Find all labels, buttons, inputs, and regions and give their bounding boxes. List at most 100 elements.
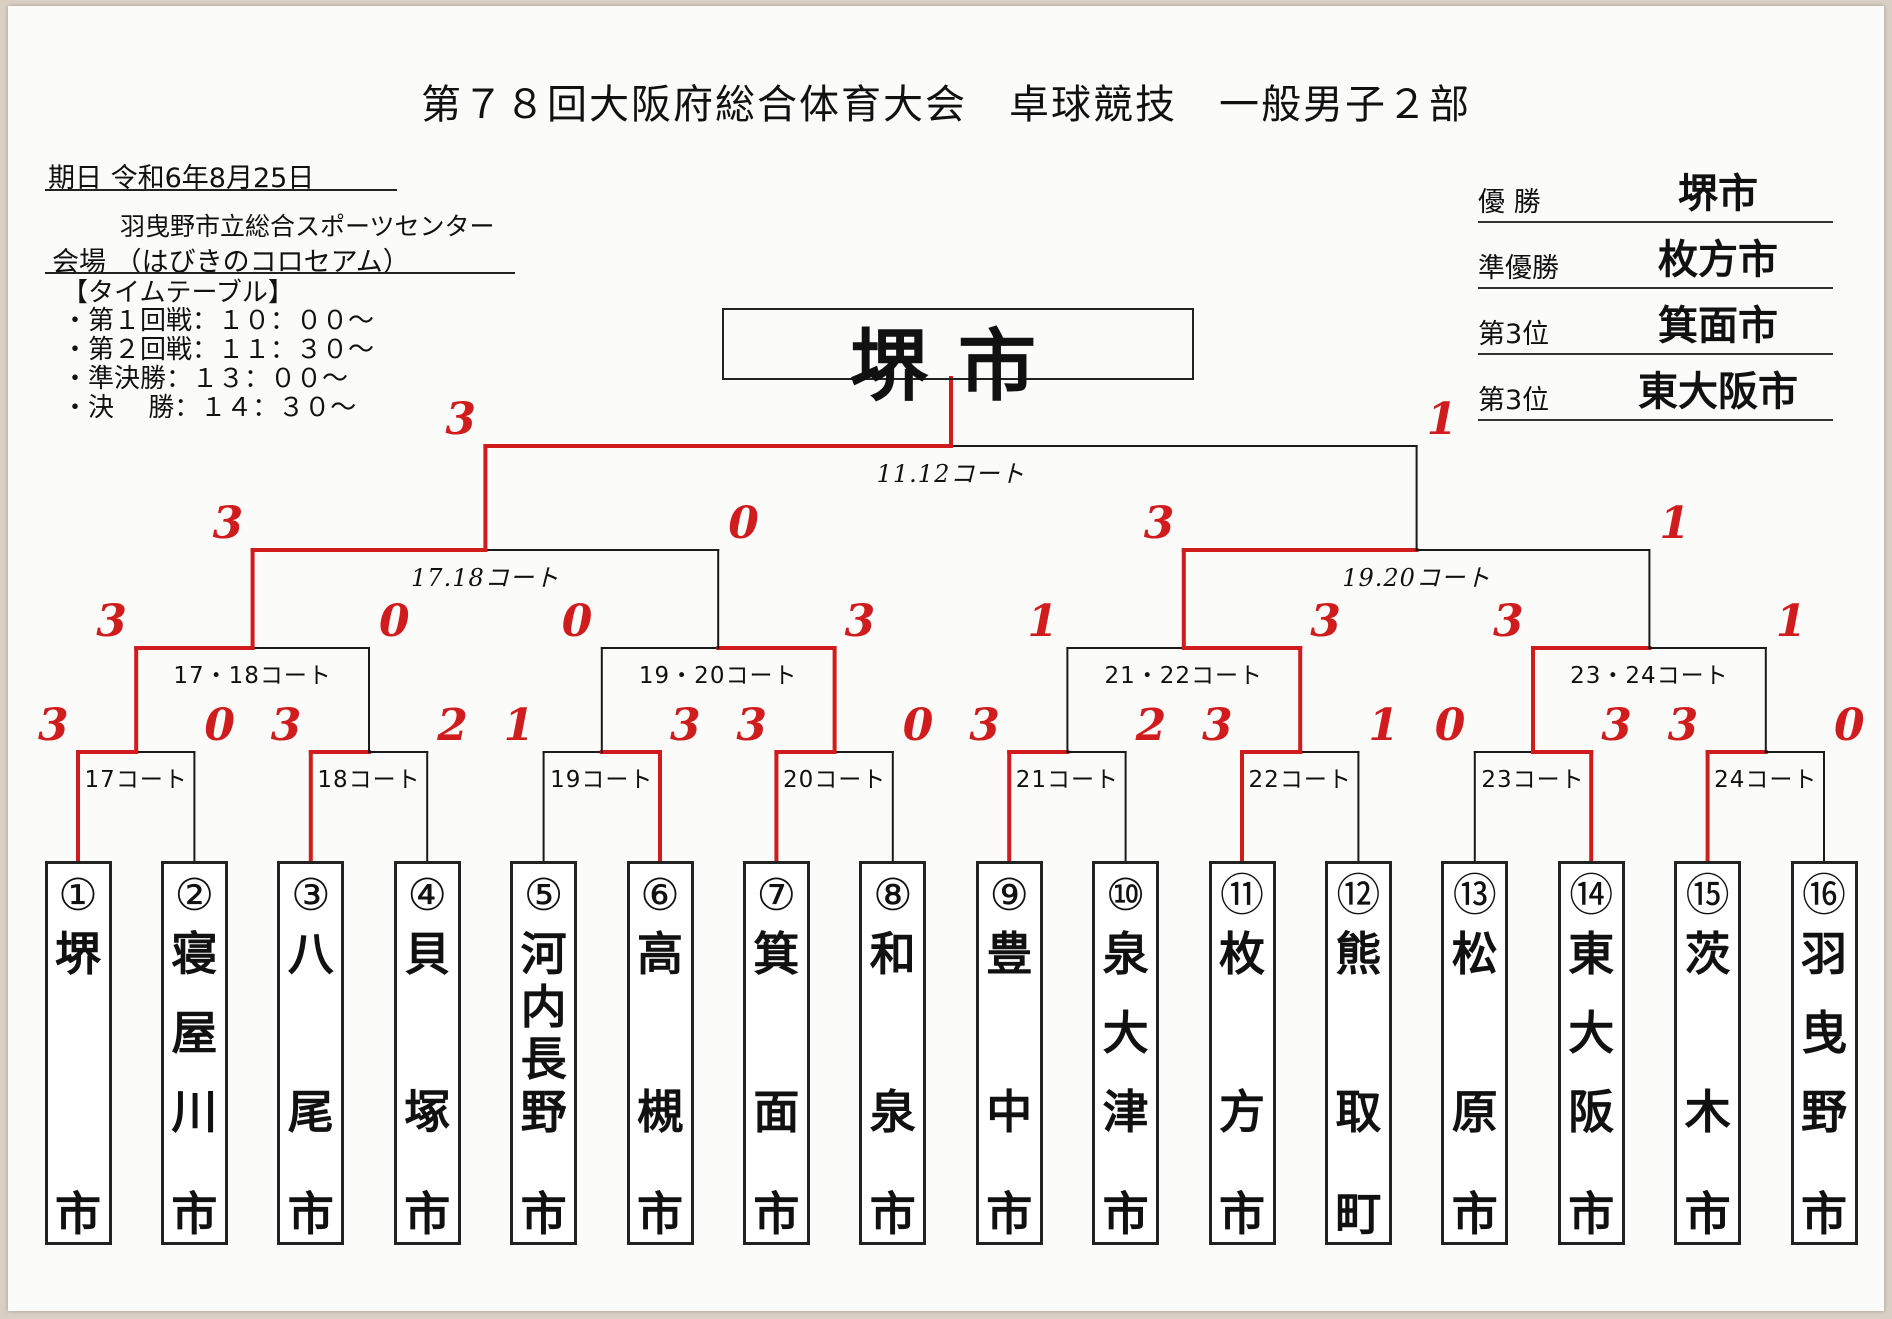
date-label: 期日 — [48, 163, 102, 194]
team-name-suffix: 市 — [1568, 1187, 1615, 1241]
team-name-char: 豊 — [986, 927, 1033, 981]
team-name: 貝塚 — [397, 928, 458, 1138]
team-name-suffix: 市 — [55, 1187, 101, 1241]
team-number: ⑯ — [1802, 870, 1846, 921]
team-number: ⑦ — [756, 870, 797, 921]
match-score: 3 — [1601, 700, 1632, 751]
team-name-char: 八 — [287, 927, 334, 981]
team-name-char: 阪 — [1568, 1085, 1615, 1139]
timetable-item: ・決 勝：１４：３０～ — [62, 393, 357, 423]
result-label: 第3位 — [1478, 385, 1550, 416]
result-champion: 優 勝 堺市 — [1478, 165, 1833, 223]
team-name-char: 木 — [1684, 1085, 1731, 1139]
result-third-place: 第3位 箕面市 — [1478, 297, 1833, 355]
team-number: ④ — [407, 870, 447, 921]
team-name-char: 熊 — [1335, 927, 1382, 981]
team-name-suffix: 市 — [520, 1187, 567, 1241]
team-name-suffix: 市 — [171, 1187, 218, 1241]
match-score: 3 — [38, 700, 69, 751]
result-team: 堺市 — [1678, 171, 1758, 217]
court-label: 18コート — [315, 760, 423, 794]
team-name: 茨木 — [1677, 928, 1738, 1138]
result-label: 準優勝 — [1478, 253, 1559, 284]
team-name-char: 東 — [1568, 927, 1615, 981]
team-name-char: 野 — [1801, 1085, 1847, 1139]
match-score: 2 — [437, 700, 468, 751]
team-name-char: 箕 — [753, 927, 800, 981]
team-name: 豊中 — [979, 928, 1040, 1138]
team-name-suffix: 市 — [753, 1187, 800, 1241]
match-score: 0 — [1834, 700, 1865, 751]
court-label: 23コート — [1479, 760, 1587, 794]
team-name-suffix: 市 — [1451, 1187, 1498, 1241]
result-team: 東大阪市 — [1638, 369, 1798, 415]
team-name-char: 高 — [637, 927, 683, 981]
team-name-char: 野 — [520, 1084, 567, 1139]
team-name-char: 川 — [171, 1085, 218, 1139]
court-label: 17・18コート — [171, 656, 334, 690]
team-name: 和泉 — [862, 928, 923, 1138]
team-name-suffix: 市 — [404, 1187, 451, 1241]
team-name-char: 茨 — [1684, 927, 1731, 981]
match-score: 0 — [561, 596, 593, 647]
venue-name: 羽曳野市立総合スポーツセンター — [120, 212, 495, 241]
team-number: ⑮ — [1685, 870, 1730, 921]
match-score: 3 — [1667, 700, 1699, 751]
team-name-char: 曳 — [1801, 1006, 1847, 1060]
champion-box: 堺市 — [722, 308, 1194, 412]
team-name-char: 取 — [1335, 1085, 1382, 1139]
team-name-char: 塚 — [404, 1085, 451, 1139]
team-number: ⑥ — [640, 870, 680, 921]
team-name-char: 内 — [520, 979, 567, 1034]
team-name: 高槻 — [630, 928, 691, 1138]
team-name: 河内長野 — [513, 928, 574, 1138]
match-score: 3 — [270, 700, 302, 751]
team-name-suffix: 市 — [637, 1187, 683, 1241]
team-name-suffix: 市 — [1102, 1187, 1149, 1241]
team-name-char: 大 — [1568, 1006, 1615, 1060]
team-name-char: 松 — [1451, 927, 1498, 981]
team-name-char: 河 — [520, 927, 567, 981]
event-date: 期日 令和6年8月25日 — [48, 156, 314, 195]
match-score: 2 — [1135, 700, 1167, 751]
match-score: 3 — [1493, 596, 1524, 647]
match-score: 3 — [1310, 596, 1341, 647]
team-name-char: 長 — [520, 1032, 567, 1087]
timetable-item: ・準決勝：１３：００～ — [62, 364, 349, 394]
team-name-char: 枚 — [1219, 927, 1265, 981]
team-name: 寝屋川 — [164, 928, 225, 1138]
match-score: 3 — [212, 498, 244, 549]
match-score: 0 — [902, 700, 934, 751]
team-name-suffix: 町 — [1335, 1187, 1382, 1241]
team-number: ⑭ — [1569, 870, 1614, 921]
team-name-char: 尾 — [287, 1085, 334, 1139]
match-score: 3 — [969, 700, 1000, 751]
result-team: 箕面市 — [1658, 303, 1778, 349]
match-score: 3 — [1202, 700, 1233, 751]
team-name-suffix: 市 — [1684, 1187, 1731, 1241]
team-name-char: 堺 — [55, 927, 101, 981]
team-name-suffix: 市 — [869, 1187, 916, 1241]
team-name-char: 原 — [1451, 1085, 1498, 1139]
timetable-item: ・第１回戦：１０：００～ — [62, 306, 375, 336]
match-score: 1 — [1368, 700, 1400, 751]
timetable-heading: 【タイムテーブル】 — [62, 278, 294, 308]
team-name-char: 方 — [1219, 1085, 1265, 1139]
match-score: 3 — [844, 596, 876, 647]
team-number: ⑧ — [873, 870, 913, 921]
court-label: 21・22コート — [1102, 656, 1266, 690]
match-score: 1 — [1775, 596, 1807, 647]
team-name-char: 和 — [869, 927, 916, 981]
team-box: ⑧ 和泉市 — [859, 861, 927, 1245]
team-name-char: 貝 — [404, 927, 451, 981]
court-label: 17.18コート — [409, 558, 562, 593]
match-score: 0 — [1434, 700, 1466, 751]
champion-name: 堺市 — [849, 321, 1066, 412]
team-box: ⑭ 東大阪市 — [1557, 861, 1625, 1245]
team-box: ⑥ 高槻市 — [626, 861, 694, 1245]
